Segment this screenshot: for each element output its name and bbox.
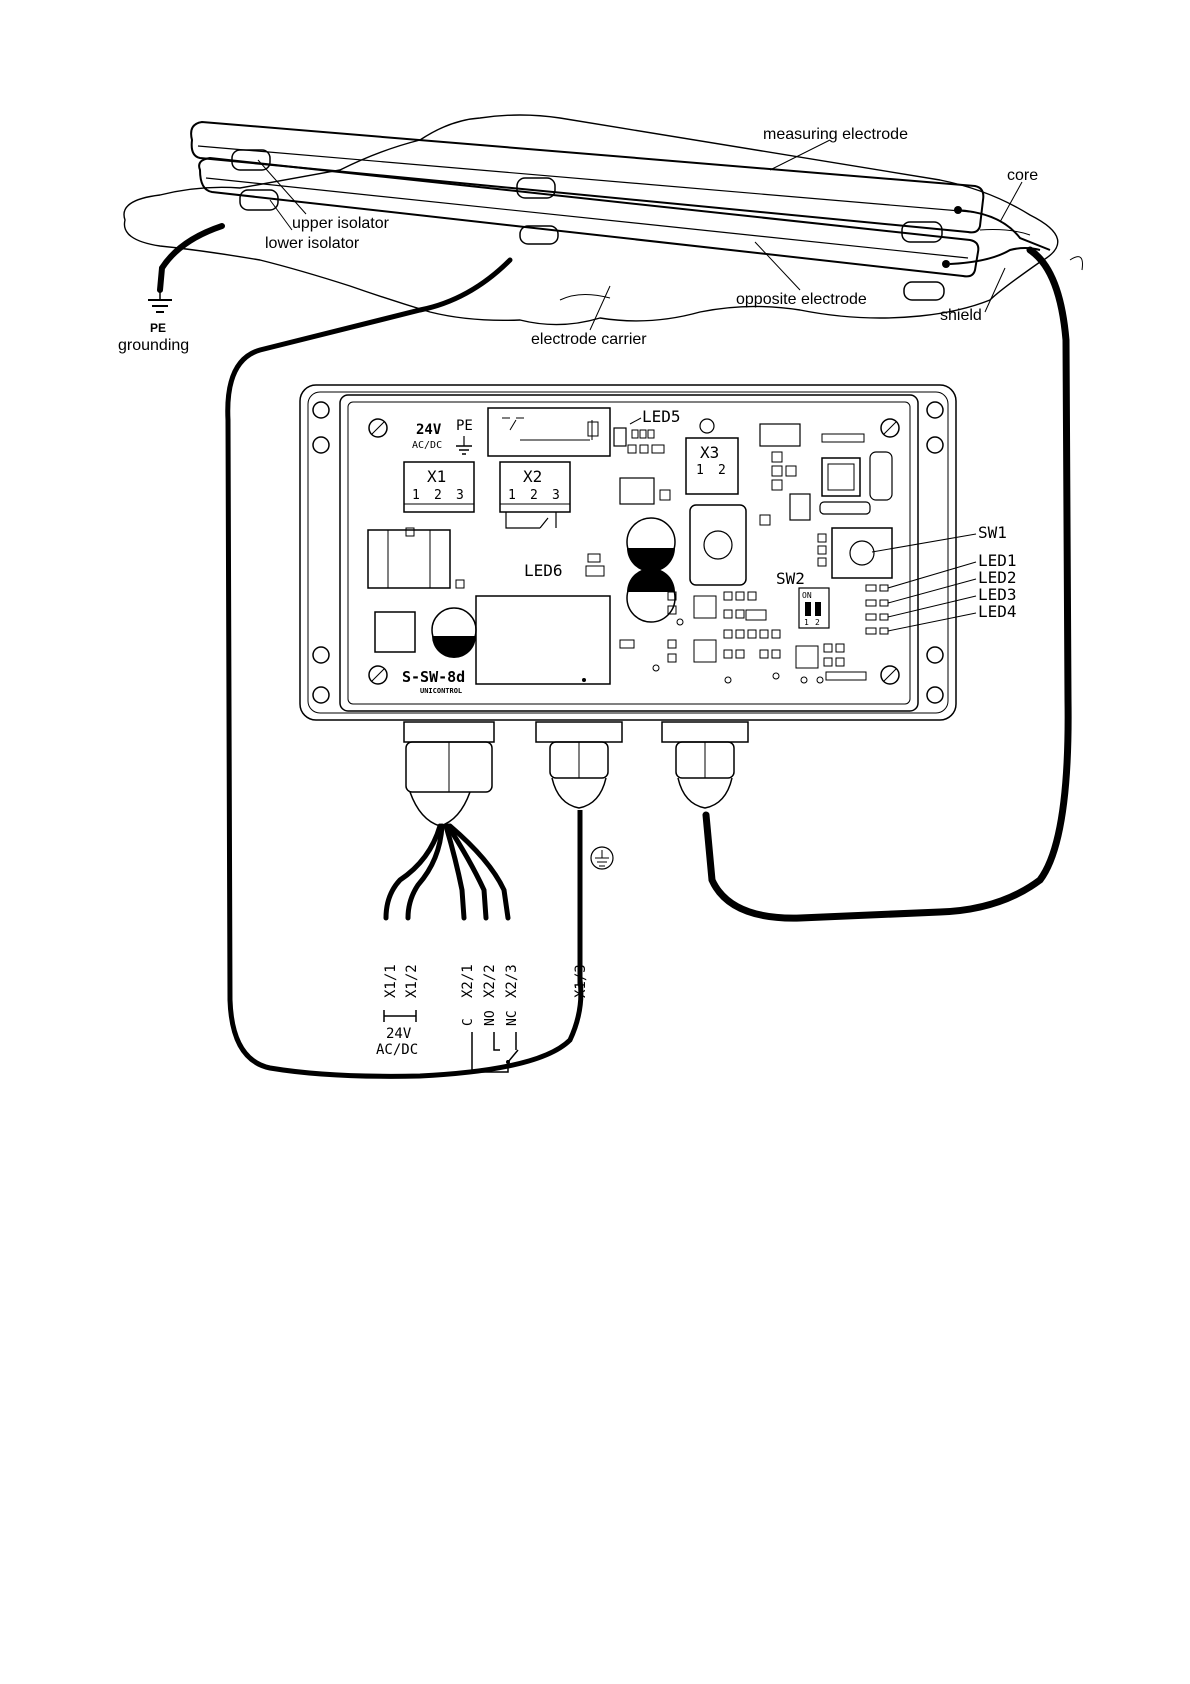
wire-supply-type-label: AC/DC	[376, 1042, 418, 1058]
x1-label: X1	[427, 467, 446, 486]
grounding-label: grounding	[118, 337, 189, 354]
capacitors	[432, 518, 675, 658]
pe-label: PE	[150, 321, 166, 335]
contact-nc-label: NC	[505, 1010, 520, 1026]
x2-pin-3: 3	[552, 488, 560, 503]
ic-chips	[760, 424, 892, 520]
contact-c-label: C	[461, 1018, 476, 1026]
status-leds: LED1 LED2 LED3 LED4	[866, 551, 1017, 634]
led5-indicator: LED5	[614, 407, 681, 453]
dip-pin-1: 1	[804, 618, 809, 627]
x3-pin-2: 2	[718, 463, 726, 478]
wire-supply-label: 24V	[386, 1026, 412, 1042]
electrode-carrier-label: electrode carrier	[531, 331, 647, 348]
regulator	[620, 478, 770, 525]
wire-x2-3-label: X2/3	[504, 964, 520, 998]
module-block	[476, 596, 610, 684]
x2-pin-1: 1	[508, 488, 516, 503]
terminal-x1: X1 1 2 3	[404, 462, 474, 512]
wire-x2-2-label: X2/2	[482, 964, 498, 998]
bridge-rectifier	[375, 612, 415, 652]
relay	[488, 408, 610, 456]
led6-indicator: LED6	[524, 554, 604, 580]
x1-pin-1: 1	[412, 488, 420, 503]
ground-icon	[456, 436, 472, 454]
measuring-electrode-label: measuring electrode	[763, 126, 908, 143]
wire-labels: X1/1 X1/2 X2/1 X2/2 X2/3 X1/3 C NO NC 24…	[376, 964, 589, 1072]
earth-symbol-icon	[591, 847, 613, 869]
terminal-x3: X3 1 2	[686, 419, 738, 494]
upper-isolator-label: upper isolator	[292, 215, 390, 232]
brand-label: UNICONTROL	[420, 687, 462, 695]
core-label: core	[1007, 167, 1038, 184]
pe-board-label: PE	[456, 418, 473, 434]
pcb: 24V AC/DC PE X1 1 2 3 X2 1 2 3	[368, 407, 1017, 695]
gland-left	[404, 722, 494, 826]
gland-right	[662, 722, 748, 808]
sw1-label: SW1	[978, 523, 1007, 542]
dip-on-label: ON	[802, 591, 812, 600]
shield-label: shield	[940, 307, 982, 324]
sw2-dip-switch: SW2 ON 1 2	[776, 569, 829, 628]
x1-pin-2: 2	[434, 488, 442, 503]
x3-label: X3	[700, 443, 719, 462]
terminal-x2: X2 1 2 3	[500, 462, 570, 528]
dip-pin-2: 2	[815, 618, 820, 627]
lower-isolator-label: lower isolator	[265, 235, 360, 252]
wire-x1-3-label: X1/3	[573, 964, 589, 998]
contact-no-label: NO	[483, 1010, 498, 1026]
cables	[228, 206, 1083, 1076]
pe-grounding: PE grounding	[118, 226, 222, 354]
x2-pin-2: 2	[530, 488, 538, 503]
cable-glands	[404, 722, 748, 826]
x3-pin-1: 1	[696, 463, 704, 478]
wire-x1-1-label: X1/1	[383, 964, 399, 998]
supply-type-label: AC/DC	[412, 440, 442, 451]
electrode-carrier	[124, 115, 1058, 325]
led5-label: LED5	[642, 407, 681, 426]
model-label: S-SW-8d	[402, 668, 465, 686]
sw2-label: SW2	[776, 569, 805, 588]
wire-x1-2-label: X1/2	[404, 964, 420, 998]
x1-pin-3: 3	[456, 488, 464, 503]
x2-label: X2	[523, 467, 542, 486]
opposite-electrode-label: opposite electrode	[736, 291, 867, 308]
led6-label: LED6	[524, 561, 563, 580]
wire-x2-1-label: X2/1	[460, 964, 476, 998]
led4-label: LED4	[978, 602, 1017, 621]
supply-label: 24V	[416, 422, 442, 438]
gland-middle	[536, 722, 622, 808]
